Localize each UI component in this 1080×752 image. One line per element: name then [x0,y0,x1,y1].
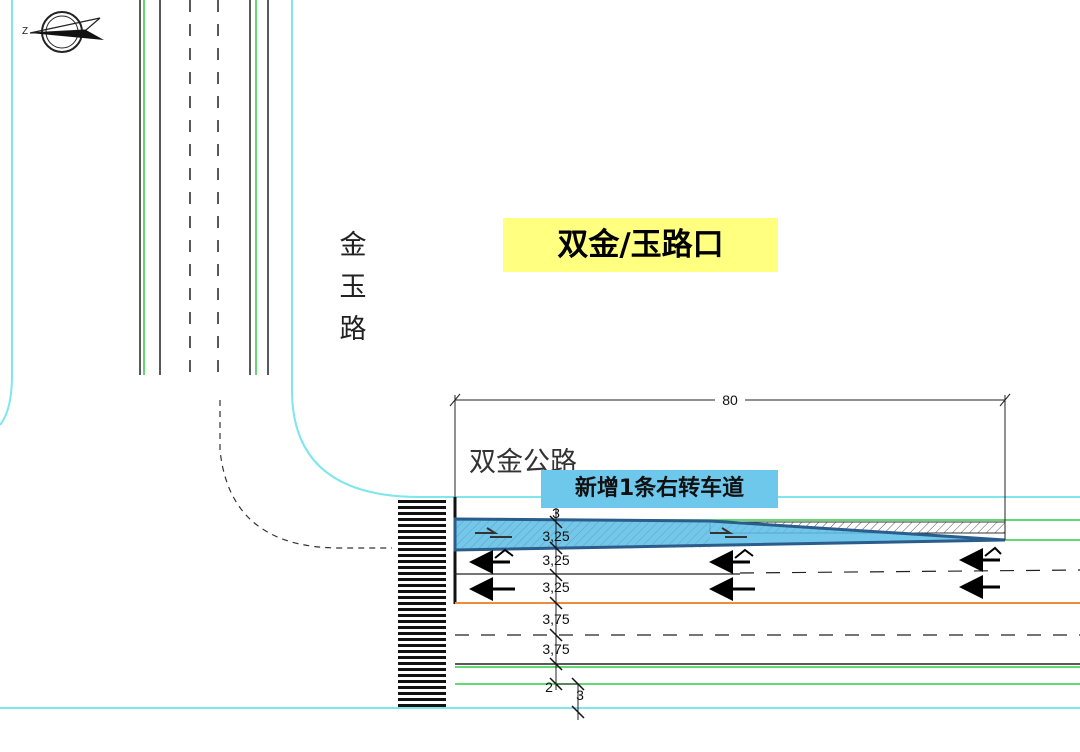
lane-width: 3,25 [542,528,569,544]
lane-width-chain: 3 3,25 3,25 3,25 3,75 3,75 2 3 [542,497,585,720]
lane-width: 2 [545,679,553,695]
crosswalk-stripe [398,560,446,563]
crosswalk-stripe [398,536,446,539]
svg-text:Z: Z [22,26,28,37]
crosswalk-stripe [398,548,446,551]
crosswalk-stripe [398,656,446,659]
dimension-tick [549,628,563,642]
crosswalk-stripe [398,602,446,605]
crosswalk-stripe [398,608,446,611]
north-arrow-icon: Z [22,11,104,53]
dimension-tick [549,677,563,691]
crosswalk-stripe [398,590,446,593]
lane-width: 3 [552,505,560,521]
crosswalk-stripe [398,704,446,707]
crosswalk-stripe [398,500,446,503]
dimension-80: 80 [722,392,738,408]
crosswalk-stripe [398,596,446,599]
dimension-tick [549,541,563,555]
new-lane-annotation: 新增1条右转车道 [541,470,778,508]
dimension-tick [549,515,563,529]
crosswalk-stripe [398,542,446,545]
crosswalk-stripe [398,638,446,641]
dimension-tick [549,596,563,610]
lane-width: 3 [576,687,584,703]
crosswalk-stripe [398,572,446,575]
crosswalk-stripe [398,554,446,557]
crosswalk-stripe [398,686,446,689]
crosswalk-stripe [398,518,446,521]
vertical-road-markings [139,0,392,549]
crosswalk-stripe [398,650,446,653]
crosswalk-stripe [398,524,446,527]
crosswalk-stripe [398,698,446,701]
crosswalk-stripe [398,632,446,635]
crosswalk-stripe [398,512,446,515]
crosswalk-stripe [398,614,446,617]
crosswalk [398,500,446,707]
crosswalk-stripe [398,530,446,533]
dimension-tick [549,568,563,582]
crosswalk-stripe [398,668,446,671]
lane-width: 3,25 [542,579,569,595]
lane-width: 3,25 [542,552,569,568]
crosswalk-stripe [398,566,446,569]
crosswalk-stripe [398,620,446,623]
length-dimension: 80 [449,392,1011,540]
dimension-tick [549,657,563,671]
crosswalk-stripe [398,692,446,695]
crosswalk-stripe [398,662,446,665]
crosswalk-stripe [398,584,446,587]
lane-arrows [469,527,1002,601]
road-edges [0,0,1080,709]
dimension-tick [571,677,585,691]
new-right-turn-lane [453,517,1006,552]
lane-width: 3,75 [542,641,569,657]
crosswalk-stripe [398,506,446,509]
dimension-tick [571,705,585,719]
crosswalk-stripe [398,680,446,683]
lane-width: 3,75 [542,611,569,627]
road-name-vertical: 金玉路 [339,230,367,345]
intersection-title: 双金/玉路口 [503,218,778,272]
crosswalk-stripe [398,626,446,629]
crosswalk-stripe [398,578,446,581]
crosswalk-stripe [398,644,446,647]
crosswalk-stripe [398,674,446,677]
